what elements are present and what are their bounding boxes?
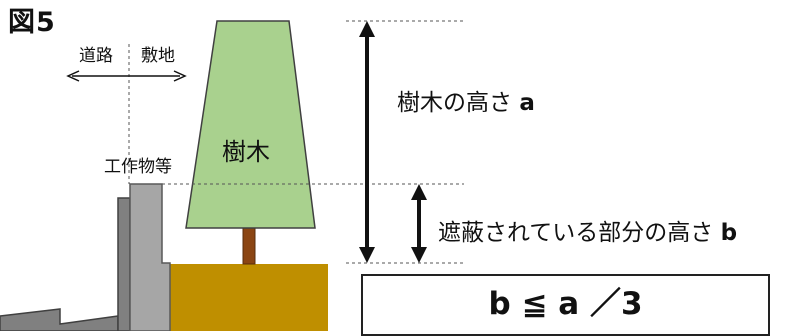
height-b-arrow-bottom-head xyxy=(411,247,427,263)
formula-box: b ≦ a ／3 xyxy=(361,274,770,336)
hidden-height-variable: b xyxy=(720,220,738,246)
tree-label: 樹木 xyxy=(222,138,270,166)
tree-crown xyxy=(185,20,316,229)
height-a-arrow-top-head xyxy=(359,21,375,37)
road-site-arrow-right-head xyxy=(173,70,187,82)
height-a-arrow-bottom-head xyxy=(359,247,375,263)
road-site-arrow-left-head xyxy=(66,70,80,82)
structure-wall xyxy=(129,183,171,331)
tree-height-text: 樹木の高さ xyxy=(397,90,512,116)
road-surface xyxy=(0,308,119,331)
figure-label: 図5 xyxy=(8,7,56,38)
structure-label: 工作物等 xyxy=(104,157,172,177)
formula-text: b ≦ a ／3 xyxy=(488,286,643,322)
height-b-arrow-top-head xyxy=(411,184,427,200)
hidden-height-label: 遮蔽されている部分の高さ b xyxy=(438,222,737,245)
ground-block xyxy=(170,264,328,331)
tree-height-variable: a xyxy=(519,90,535,116)
site-label: 敷地 xyxy=(141,46,175,66)
tree-trunk xyxy=(242,227,256,265)
road-label: 道路 xyxy=(79,46,113,66)
tree-height-label: 樹木の高さ a xyxy=(397,92,535,115)
hidden-height-text: 遮蔽されている部分の高さ xyxy=(438,220,714,246)
retaining-wall xyxy=(117,197,131,331)
